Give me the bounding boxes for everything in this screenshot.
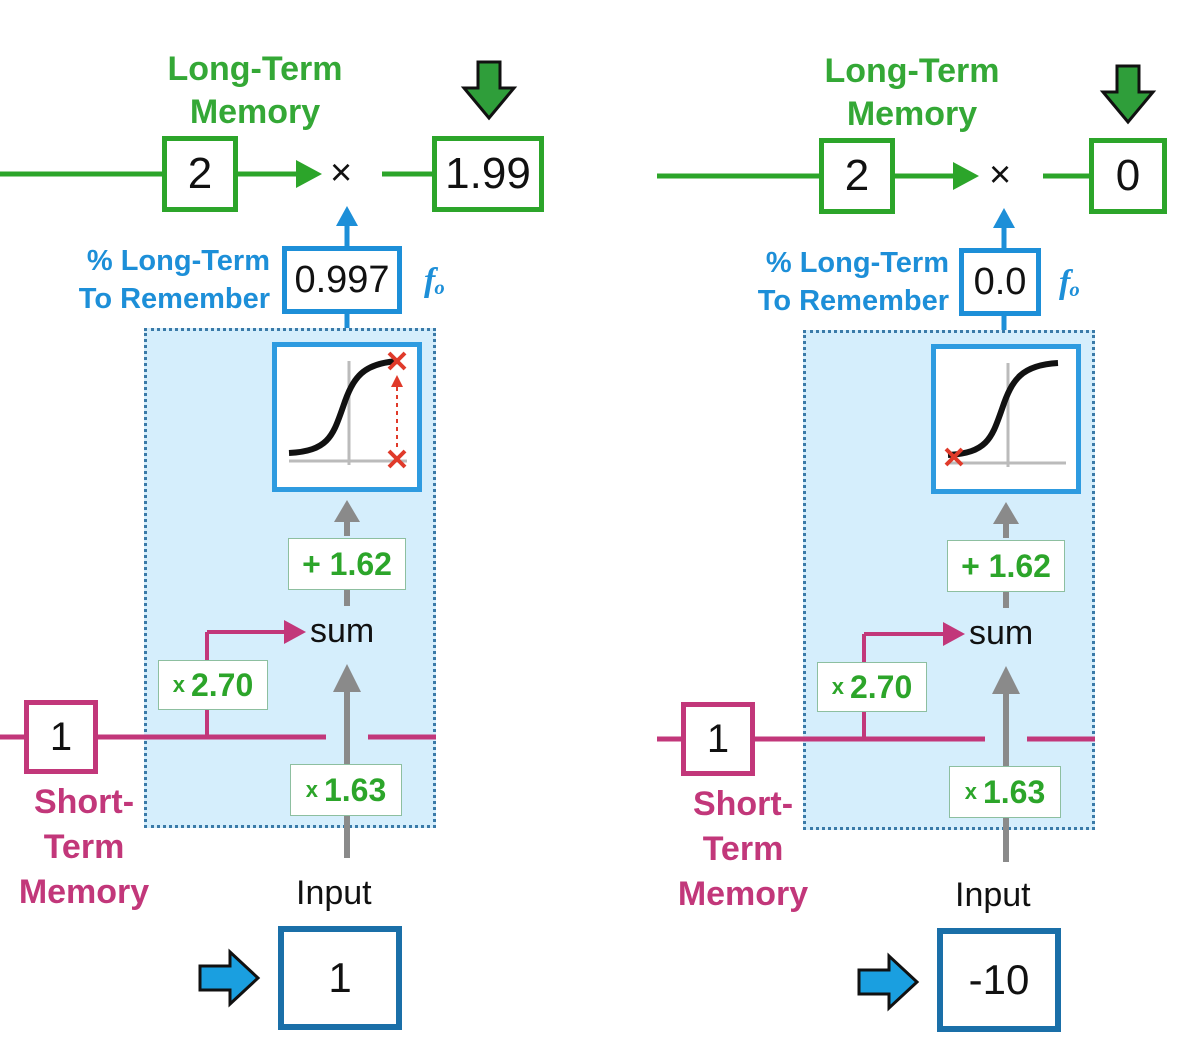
sigmoid-projection-head [391,375,403,387]
gate-symbol: fₒ [424,262,446,299]
input-label: Input [955,876,1031,914]
output-pointer-arrow [460,60,518,121]
input-box: -10 [937,928,1061,1032]
sigmoid-marker-bottom [387,449,407,469]
gate-symbol: fₒ [1059,264,1081,301]
sigmoid-box [931,344,1081,494]
ltm-input-box: 2 [162,136,238,212]
input-value: -10 [968,956,1030,1003]
pct-value: 0.997 [294,258,390,301]
bias-arrow-head [993,502,1019,524]
ltm-label: Long-Term Memory [824,52,1000,133]
ltm-output-box: 0 [1089,138,1167,214]
pct-value-box: 0.0 [959,248,1041,316]
stm-box: 1 [681,702,755,776]
sigmoid-box [272,342,422,492]
ltm-output-box: 1.99 [432,136,544,212]
input-arrow-head [992,666,1020,694]
stm-arrow-head [943,622,965,646]
stm-label: Short- Term Memory [677,785,809,913]
input-pointer-arrow [857,952,920,1012]
stm-box: 1 [24,700,98,774]
bias-box: + 1.62 [288,538,406,590]
stm-value: 1 [49,714,73,759]
stm-label: Short- Term Memory [18,783,150,911]
ltm-arrow-head [296,160,322,188]
multiply-symbol: × [989,154,1012,196]
output-pointer-arrow [1099,64,1157,125]
ltm-input-value: 2 [187,149,213,198]
sigmoid-curve [288,358,400,456]
pct-arrow-head [993,208,1015,228]
bias-box: + 1.62 [947,540,1065,592]
pct-label: % Long-Term To Remember [757,247,949,317]
multiply-symbol: × [330,152,353,194]
pct-label: % Long-Term To Remember [78,245,270,315]
sigmoid-curve [947,360,1059,458]
left-panel: Long-Term Memory 2 × 1.99 % Long-Term To… [0,0,560,1053]
ltm-output-value: 0 [1115,151,1141,200]
ltm-output-value: 1.99 [445,149,531,198]
pct-arrow-head [336,206,358,226]
input-label: Input [296,874,372,912]
ltm-arrow-head [953,162,979,190]
input-pointer-arrow [198,948,261,1008]
input-box: 1 [278,926,402,1030]
sum-label: sum [310,612,375,650]
right-connectors [657,64,1157,346]
ltm-input-value: 2 [844,151,870,200]
bias-arrow-head [334,500,360,522]
left-connectors [0,60,518,344]
pct-value-box: 0.997 [282,246,402,314]
pct-value: 0.0 [973,260,1027,303]
input-value: 1 [328,954,352,1001]
ltm-label: Long-Term Memory [167,50,343,131]
stm-arrow-head [284,620,306,644]
stm-value: 1 [706,716,730,761]
sigmoid-plot [944,360,1066,467]
ltm-input-box: 2 [819,138,895,214]
right-panel: Long-Term Memory 2 × 0 % Long-Term To Re… [657,0,1197,1053]
sigmoid-plot [288,351,407,469]
sigmoid-marker-top [387,351,407,371]
input-arrow-head [333,664,361,692]
sum-label: sum [969,614,1034,652]
right-stage-connectors [657,502,1095,1012]
sigmoid-marker-low [944,447,964,467]
